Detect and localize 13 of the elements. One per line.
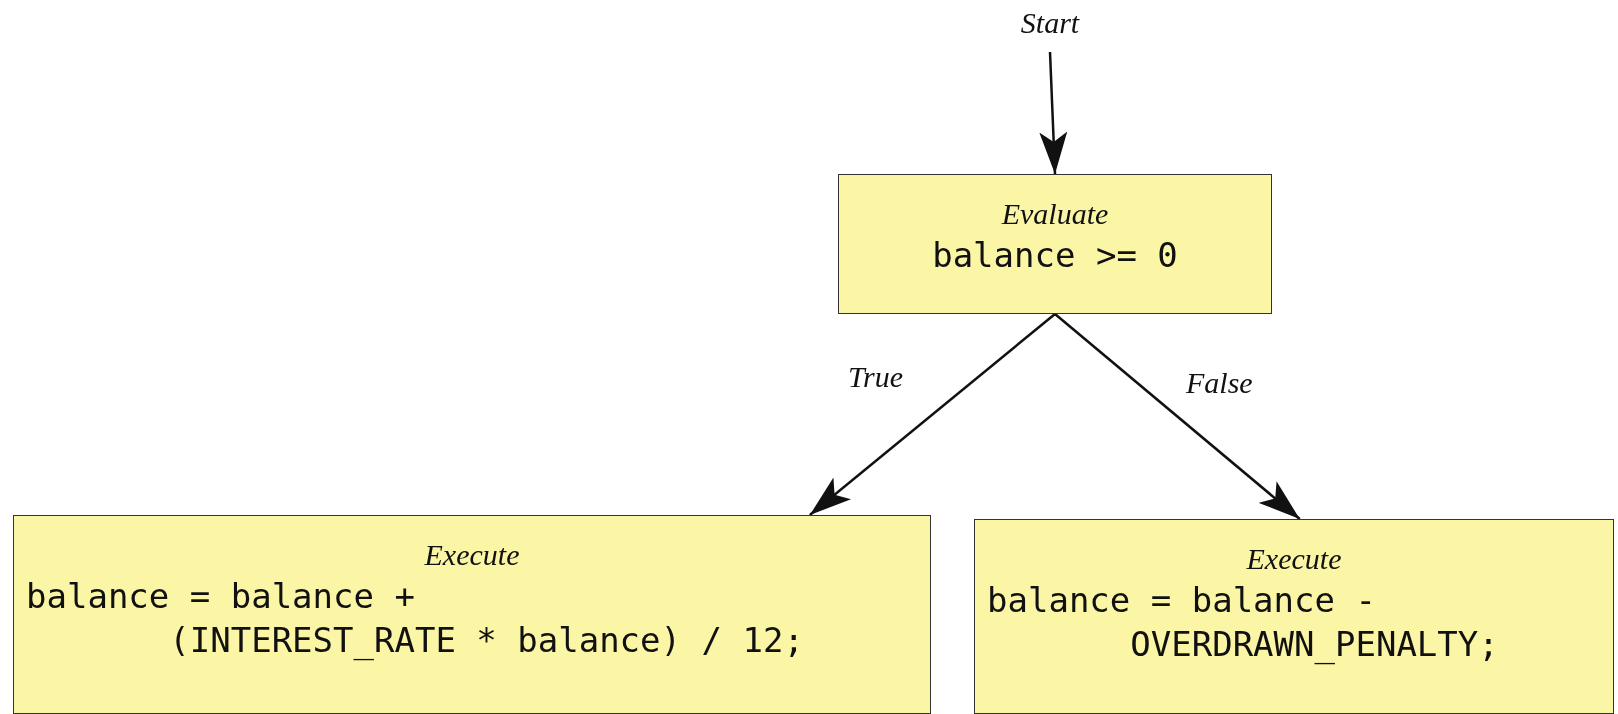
code-text: balance = balance - OVERDRAWN_PENALTY;	[986, 579, 1500, 667]
box-heading: Execute	[1245, 542, 1343, 576]
code-text: balance = balance + (INTEREST_RATE * balance) / 12;	[25, 575, 805, 663]
box-heading: Evaluate	[1000, 197, 1110, 231]
code-text: balance >= 0	[931, 234, 1179, 277]
process-box	[838, 174, 1272, 314]
box-heading: Execute	[423, 538, 521, 572]
arrow	[1039, 51, 1068, 175]
process-box	[974, 519, 1614, 714]
arrow	[809, 313, 1056, 516]
start-label: Start	[1019, 6, 1081, 40]
arrow	[1054, 313, 1301, 520]
process-box	[13, 515, 931, 714]
